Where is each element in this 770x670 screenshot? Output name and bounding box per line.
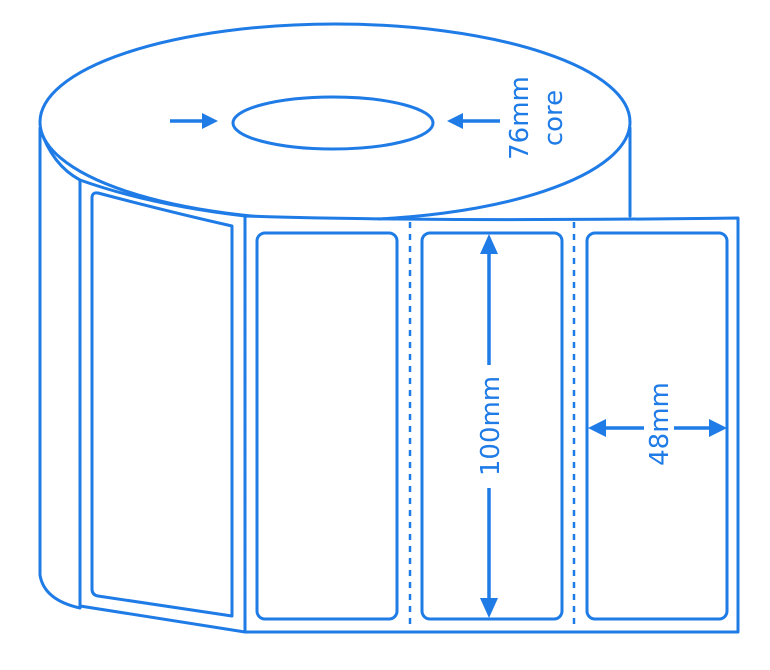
height-dimension-arrow bbox=[480, 234, 498, 618]
curved-label-1 bbox=[90, 191, 234, 618]
core-hole bbox=[231, 95, 435, 151]
core-size-label: 76mm bbox=[505, 76, 535, 160]
flat-label-1 bbox=[255, 231, 399, 621]
label-width-text: 48mm bbox=[645, 382, 675, 466]
flat-label-2 bbox=[420, 231, 564, 621]
roll-body bbox=[38, 126, 82, 610]
label-height-text: 100mm bbox=[476, 376, 506, 476]
core-arrow-left bbox=[170, 113, 218, 129]
flat-label-3 bbox=[585, 231, 729, 621]
width-dimension-arrow bbox=[588, 419, 727, 437]
core-arrow-right bbox=[447, 113, 500, 129]
core-word-label: core bbox=[539, 90, 569, 146]
